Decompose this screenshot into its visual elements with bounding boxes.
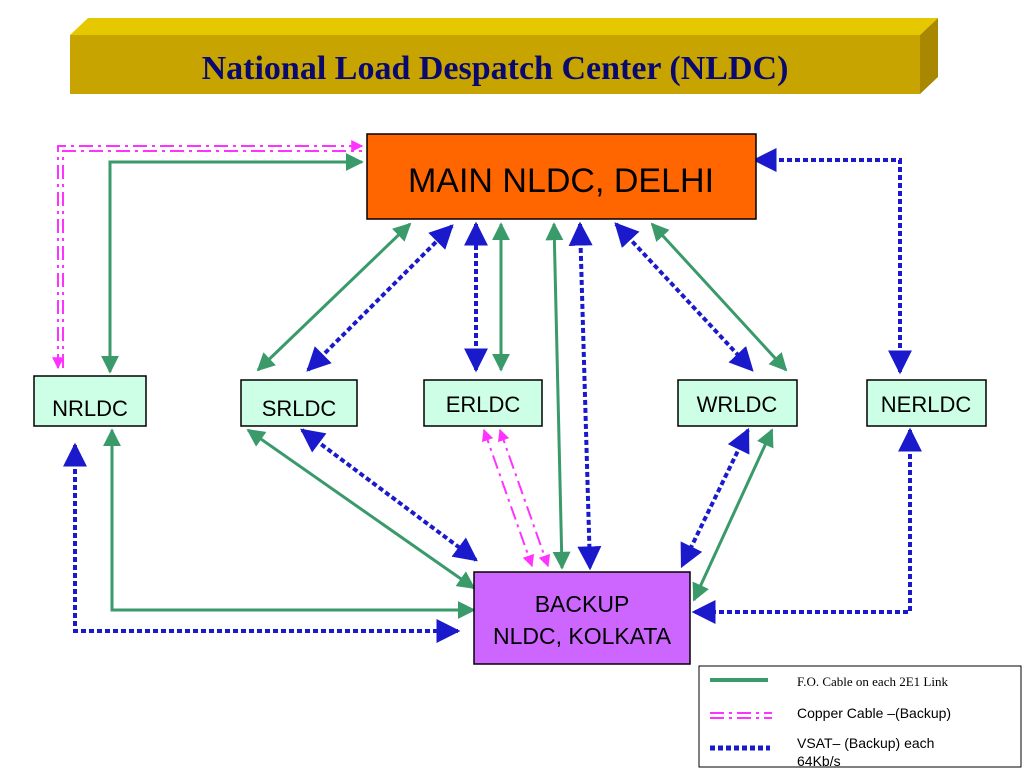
nerldc-label: NERLDC (881, 392, 972, 417)
nrldc-label: NRLDC (52, 396, 128, 421)
page-title: National Load Despatch Center (NLDC) (202, 50, 789, 87)
legend-fo-label: F.O. Cable on each 2E1 Link (797, 674, 948, 689)
vsat-link-nerldc-main (752, 148, 912, 375)
backup-nldc-label-line1: BACKUP (535, 591, 630, 617)
node-backup-nldc: BACKUP NLDC, KOLKATA (473, 571, 691, 665)
copper-link-nrldc-main (52, 140, 364, 370)
node-erldc: ERLDC (423, 379, 543, 427)
fo-link-srldc-backup (246, 428, 476, 590)
fo-link-main-backup (545, 222, 571, 570)
fo-link-wrldc-backup (692, 428, 774, 602)
backup-nldc-label-line2: NLDC, KOLKATA (493, 623, 672, 649)
legend-copper-label: Copper Cable –(Backup) (797, 705, 951, 721)
node-nrldc: NRLDC (33, 375, 147, 427)
legend-vsat-label-line1: VSAT– (Backup) each (797, 735, 934, 751)
legend: F.O. Cable on each 2E1 Link Copper Cable… (698, 665, 1022, 768)
node-main-nldc: MAIN NLDC, DELHI (366, 133, 757, 220)
vsat-link-wrldc-backup (680, 427, 750, 569)
legend-copper-swatch (710, 712, 772, 719)
legend-vsat-label-line2: 64Kb/s (797, 753, 841, 768)
vsat-link-srldc-main (306, 224, 454, 372)
fo-link-srldc-main (256, 222, 412, 372)
node-srldc: SRLDC (240, 379, 358, 427)
srldc-label: SRLDC (262, 396, 337, 421)
links (52, 140, 922, 643)
fo-link-wrldc-main (650, 222, 788, 372)
vsat-link-wrldc-main (614, 222, 754, 372)
vsat-link-nerldc-backup (691, 427, 922, 624)
copper-link-erldc-backup (481, 428, 551, 568)
vsat-link-srldc-backup (300, 428, 478, 562)
erldc-label: ERLDC (446, 392, 521, 417)
wrldc-label: WRLDC (697, 392, 778, 417)
vsat-link-nrldc-backup (63, 442, 461, 643)
title-banner: National Load Despatch Center (NLDC) (70, 18, 938, 94)
node-nerldc: NERLDC (866, 379, 987, 427)
main-nldc-label: MAIN NLDC, DELHI (408, 162, 714, 200)
vsat-link-main-backup (568, 221, 602, 571)
node-wrldc: WRLDC (677, 379, 798, 427)
fo-link-nrldc-main (101, 153, 364, 374)
